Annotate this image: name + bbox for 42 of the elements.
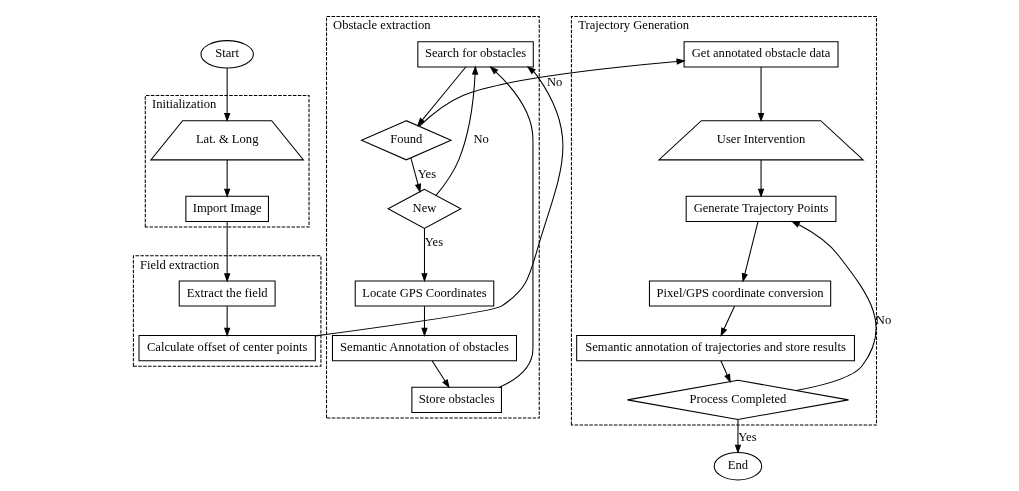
arrow [416, 66, 467, 127]
node-ellipse: Start [200, 40, 254, 69]
arrow [431, 360, 450, 389]
node-diamond: New [387, 188, 462, 230]
arrow [435, 65, 479, 196]
arrow [418, 58, 686, 127]
arrow [223, 305, 231, 337]
arrow [757, 159, 765, 198]
edge-label: Yes [738, 429, 757, 444]
edge-label: No [473, 132, 489, 147]
edge-label: Yes [424, 235, 444, 250]
arrow [421, 305, 428, 337]
node-box: Extract the field [178, 280, 276, 307]
node-diamond: Process Completed [626, 379, 850, 420]
node-box: Semantic Annotation of obstacles [331, 334, 518, 362]
arrow [720, 305, 736, 337]
arrow [314, 66, 564, 337]
arrow [223, 220, 231, 283]
arrow [223, 67, 231, 123]
arrow [741, 220, 759, 283]
node-box: Generate Trajectory Points [685, 195, 837, 222]
arrow [421, 227, 428, 283]
node-box: Get annotated obstacle data [683, 41, 839, 68]
arrow [790, 220, 877, 392]
arrow [223, 159, 231, 198]
node-box: Calculate offset of center points [138, 334, 316, 362]
node-diamond: Found [360, 120, 453, 161]
arrow [489, 65, 534, 388]
edge-label: Yes [417, 166, 437, 181]
node-ellipse: End [713, 451, 763, 481]
node-box: Locate GPS Coordinates [354, 280, 495, 307]
arrow [720, 360, 731, 384]
node-box: Search for obstacles [417, 41, 534, 68]
node-box: Pixel/GPS coordinate conversion [648, 280, 832, 307]
arrow [757, 66, 765, 123]
arrow [734, 419, 742, 454]
node-box: Semantic annotation of trajectories and store results [576, 334, 855, 362]
edge-label: No [546, 74, 563, 89]
node-box: Import Image [185, 195, 269, 222]
node-box: Store obstacles [411, 386, 502, 413]
edge-label: No [875, 312, 892, 327]
arrow [410, 157, 422, 193]
